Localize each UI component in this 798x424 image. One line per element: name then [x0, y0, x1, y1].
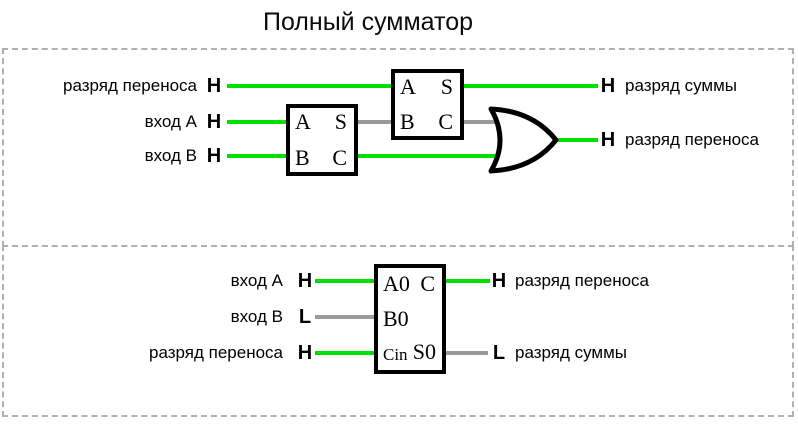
ha2-pin-s: S [440, 74, 453, 99]
wire-b0-in [315, 315, 376, 319]
bottom-output-carry-label: разряд переноса [515, 271, 649, 290]
fa-pin-c: C [420, 271, 435, 296]
half-adder-2: A S B C [391, 69, 464, 140]
bottom-input-carry-level: H [297, 342, 313, 364]
page-title: Полный сумматор [262, 8, 474, 36]
full-adder-block: A0 C B0 Cin S0 [374, 264, 446, 374]
bottom-input-carry-label: разряд переноса [149, 343, 283, 362]
bottom-output-sum-level: L [492, 342, 506, 364]
fa-pin-b0: B0 [383, 306, 409, 331]
top-input-carry-label: разряд переноса [63, 76, 197, 95]
bottom-output-sum-label: разряд суммы [515, 343, 628, 362]
ha2-pin-b: B [400, 109, 415, 134]
fa-pin-s0: S0 [412, 339, 436, 364]
top-output-carry-label: разряд переноса [625, 130, 759, 149]
top-input-carry-level: H [206, 75, 222, 97]
wire-ha1-s-to-ha2-b [356, 120, 393, 124]
ha1-pin-b: B [295, 145, 310, 170]
wire-c-out [444, 279, 490, 283]
wire-a0-in [315, 279, 376, 283]
top-input-b-level: H [206, 145, 222, 167]
fa-pin-cin: Cin [383, 345, 408, 364]
bottom-input-a-level: H [297, 270, 313, 292]
top-input-a-label: вход A [144, 112, 197, 131]
bottom-section-frame [2, 245, 794, 417]
top-output-sum-level: H [600, 75, 616, 97]
bottom-output-carry-level: H [491, 270, 507, 292]
wire-ha1-c-to-or [356, 154, 496, 158]
fa-pin-a0: A0 [383, 271, 410, 296]
wire-s0-out [444, 351, 488, 355]
ha2-pin-c: C [438, 109, 453, 134]
ha1-pin-s: S [334, 109, 347, 134]
top-output-carry-level: H [600, 129, 616, 151]
wire-ha2-c-to-or [462, 120, 500, 124]
ha2-pin-a: A [400, 74, 416, 99]
wire-b-to-ha1 [227, 154, 288, 158]
or-gate-icon [488, 106, 559, 174]
bottom-input-a-label: вход A [230, 271, 283, 290]
wire-a-to-ha1 [227, 120, 288, 124]
ha1-pin-a: A [295, 109, 311, 134]
top-input-a-level: H [206, 111, 222, 133]
ha1-pin-c: C [332, 145, 347, 170]
wire-ha2-s-to-sum-out [462, 84, 598, 88]
wire-carry-in-to-ha2 [227, 84, 391, 88]
bottom-input-b-label: вход B [230, 307, 283, 326]
half-adder-1: A S B C [286, 104, 358, 176]
top-output-sum-label: разряд суммы [625, 76, 738, 95]
wire-or-to-carry-out [554, 138, 598, 142]
bottom-input-b-level: L [298, 306, 312, 328]
top-input-b-label: вход B [144, 146, 197, 165]
wire-cin-in [315, 351, 376, 355]
